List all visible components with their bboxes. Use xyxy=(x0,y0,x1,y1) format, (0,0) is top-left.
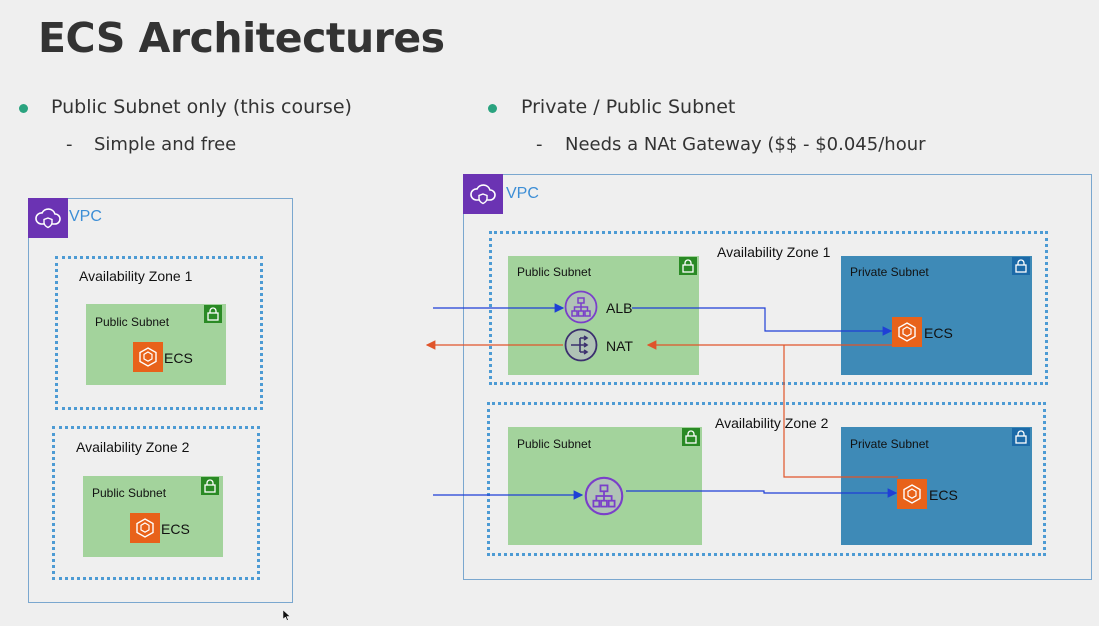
vpc-cloud-icon xyxy=(28,198,68,238)
left-az1-ecs-label: ECS xyxy=(164,350,193,366)
page-title: ECS Architectures xyxy=(38,14,445,62)
alb-to-ecs-az1-arrow xyxy=(632,307,893,336)
right-az2-label: Availability Zone 2 xyxy=(715,415,829,431)
right-sub-text: Needs a NAt Gateway ($$ - $0.045/hour xyxy=(565,134,926,155)
ecs-icon xyxy=(133,342,163,372)
lock-icon xyxy=(1012,257,1030,275)
ecs-icon xyxy=(897,479,927,509)
ecs-icon xyxy=(130,513,160,543)
left-sub-text: Simple and free xyxy=(94,134,237,155)
lock-icon xyxy=(1012,428,1030,446)
load-balancer-icon xyxy=(584,476,624,521)
right-bullet-text: Private / Public Subnet xyxy=(521,96,736,118)
alb-label: ALB xyxy=(606,300,633,316)
vpc-cloud-icon xyxy=(463,174,503,214)
right-az1-public-subnet-label: Public Subnet xyxy=(517,265,592,279)
load-balancer-icon xyxy=(564,290,598,329)
right-az2-ecs-label: ECS xyxy=(929,487,958,503)
left-az1-subnet-label: Public Subnet xyxy=(95,315,170,329)
right-vpc-label: VPC xyxy=(506,185,539,202)
right-az2-public-subnet-label: Public Subnet xyxy=(517,437,592,451)
nat-label: NAT xyxy=(606,338,633,354)
left-vpc xyxy=(28,198,293,603)
mouse-cursor-icon xyxy=(282,608,291,626)
right-az1-label: Availability Zone 1 xyxy=(717,244,831,260)
left-bullet-text: Public Subnet only (this course) xyxy=(51,96,352,118)
right-az2-private-subnet xyxy=(841,427,1032,545)
nat-gateway-icon xyxy=(564,328,598,367)
left-az2-subnet-label: Public Subnet xyxy=(92,486,167,500)
ecs-icon xyxy=(892,317,922,347)
right-az1-private-subnet xyxy=(841,256,1032,375)
bullet-dot xyxy=(488,104,497,113)
right-az1-public-subnet xyxy=(508,256,699,375)
lock-icon xyxy=(201,477,219,495)
right-az2 xyxy=(487,402,1046,556)
left-az2-ecs-label: ECS xyxy=(161,521,190,537)
right-az2-private-subnet-label: Private Subnet xyxy=(850,437,929,451)
left-az2-label: Availability Zone 2 xyxy=(76,439,190,455)
alb-to-ecs-az2-arrow xyxy=(626,488,898,498)
left-vpc-label: VPC xyxy=(69,208,102,225)
lock-icon xyxy=(682,428,700,446)
right-vpc xyxy=(463,174,1092,580)
right-sub-dash: - xyxy=(536,134,543,155)
left-az1-label: Availability Zone 1 xyxy=(79,268,193,284)
bullet-dot xyxy=(19,104,28,113)
lock-icon xyxy=(204,305,222,323)
left-az2 xyxy=(52,426,260,580)
left-sub-dash: - xyxy=(66,134,73,155)
lock-icon xyxy=(679,257,697,275)
left-az1 xyxy=(55,256,263,410)
right-az1-ecs-label: ECS xyxy=(924,325,953,341)
ecs-az2-to-nat-arrow xyxy=(783,345,898,478)
right-az1-private-subnet-label: Private Subnet xyxy=(850,265,929,279)
